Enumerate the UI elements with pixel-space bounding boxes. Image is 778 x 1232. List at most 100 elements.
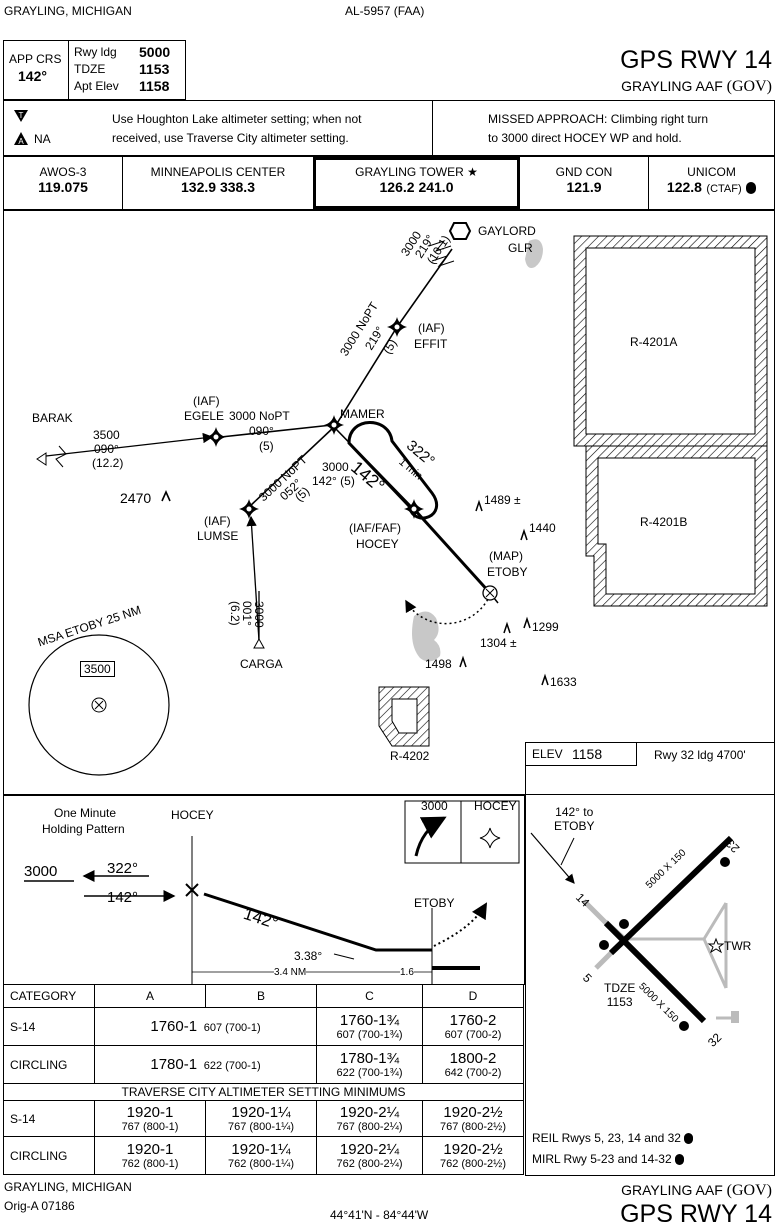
r4202-label: R-4202 xyxy=(390,749,430,763)
obstacle-1304-icon xyxy=(503,621,511,634)
crs-note-line1: 142° to xyxy=(555,805,594,819)
traverse-title-row: TRAVERSE CITY ALTIMETER SETTING MINIMUMS xyxy=(3,1083,524,1101)
min-main: 1920-1 xyxy=(126,1104,174,1121)
min-sub: 622 (700-1) xyxy=(203,1060,261,1072)
runway-14-32 xyxy=(603,920,707,1024)
alternate-na-icon: A xyxy=(14,132,28,146)
climb-icon xyxy=(414,816,447,857)
airport-name: GRAYLING AAF xyxy=(621,78,723,94)
min-main: 1920-1¼ xyxy=(231,1104,291,1121)
profile-etoby: ETOBY xyxy=(414,896,455,910)
min-sub: 762 (800-1) xyxy=(121,1158,179,1170)
header-d: D xyxy=(422,984,524,1008)
rwy-ldg-value: 5000 xyxy=(139,44,171,60)
profile-alt: 3000 xyxy=(24,863,58,880)
route-lumse-mamer xyxy=(248,426,335,508)
obstacle-1489-icon xyxy=(475,499,483,512)
min-main: 1920-2¼ xyxy=(339,1141,400,1158)
reil-23-icon xyxy=(720,857,730,867)
barak-waypoint-icon xyxy=(36,452,47,466)
minimums-table: CATEGORY A B C D S-14 1760-1 607 (700-1)… xyxy=(3,984,524,1175)
route-effit-mamer xyxy=(335,326,398,426)
lake-south xyxy=(412,611,441,662)
min-sub: 607 (700-1) xyxy=(203,1022,261,1034)
rwy-ldg: Rwy 32 ldg 4700' xyxy=(654,748,746,762)
msa-center-icon xyxy=(91,697,107,713)
divider xyxy=(68,41,69,99)
profile-dist-1: 3.4 NM xyxy=(274,967,307,978)
elev-1440: 1440 xyxy=(529,521,556,535)
fix-etoby xyxy=(482,585,498,601)
row-ab: 1780-1 622 (700-1) xyxy=(94,1045,317,1084)
elev-box xyxy=(526,743,637,766)
profile-hocey: HOCEY xyxy=(171,808,214,822)
seg-egele-crs: 090° xyxy=(249,424,274,438)
comm-tower-name: GRAYLING TOWER ★ xyxy=(355,165,478,179)
r4201b-label: R-4201B xyxy=(640,515,688,529)
effit-iaf-label: (IAF) xyxy=(418,321,445,335)
comm-tower-freq: 126.2 241.0 xyxy=(379,179,454,195)
profile-dist-2: 1.6 xyxy=(400,967,414,978)
taxiways xyxy=(604,902,731,1020)
diagram-tdze: TDZE 1153 xyxy=(604,981,635,1009)
altimeter-note-line1: Use Houghton Lake altimeter setting; whe… xyxy=(112,112,362,126)
reil-5-icon xyxy=(599,940,609,950)
elev-1489: 1489 ± xyxy=(484,493,521,507)
row-ab: 1760-1 607 (700-1) xyxy=(94,1007,317,1046)
missed-approach-line2: to 3000 direct HOCEY WP and hold. xyxy=(488,131,682,145)
apt-elev-label: Apt Elev xyxy=(74,79,119,93)
crs-note-leader xyxy=(560,837,575,866)
comm-tower-box xyxy=(313,157,520,209)
etoby-map-label: (MAP) xyxy=(489,549,523,563)
fix-mamer xyxy=(324,415,344,435)
descent-path xyxy=(203,892,432,952)
parking-ramp xyxy=(731,1011,739,1023)
row-label: CIRCLING xyxy=(3,1136,95,1175)
runway-5-23 xyxy=(608,835,734,956)
na-label: NA xyxy=(34,132,51,146)
minimums-header-row: CATEGORY A B C D xyxy=(3,984,524,1008)
min-main: 1920-2¼ xyxy=(339,1104,400,1121)
app-crs-value: 142° xyxy=(18,68,47,84)
alternate-minimums-icon: T xyxy=(14,110,28,122)
crs-note: 142° to ETOBY xyxy=(554,805,594,833)
elev-1498: 1498 xyxy=(425,657,452,671)
airport-diagram: ELEV 1158 Rwy 32 ldg 4700' 142° to ETOBY… xyxy=(525,742,775,1176)
header-location: GRAYLING, MICHIGAN xyxy=(4,4,132,18)
min-sub: 642 (700-2) xyxy=(444,1067,502,1079)
footer-procedure: GPS RWY 14 xyxy=(620,1200,772,1228)
min-sub: 607 (700-2) xyxy=(444,1029,502,1041)
seg-carga-alt: 3000 xyxy=(252,601,266,628)
hocey-iaf-label: (IAF/FAF) xyxy=(349,521,401,535)
airport-title: GRAYLING AAF (GOV) xyxy=(621,78,772,96)
seg-egele-dist: (5) xyxy=(259,439,274,453)
footer-airport-name: GRAYLING AAF xyxy=(621,1182,723,1198)
lake-north xyxy=(525,239,543,268)
divider xyxy=(432,101,433,155)
rwy-ldg-label: Rwy ldg xyxy=(74,45,117,59)
seg-mamer-alt: 3000 xyxy=(322,460,349,474)
comms-box: AWOS-3 119.075 MINNEAPOLIS CENTER 132.9 … xyxy=(3,156,775,210)
min-sub: 767 (800-2½) xyxy=(439,1121,507,1133)
route-break-glr xyxy=(428,239,455,268)
hocey-label: HOCEY xyxy=(356,537,399,551)
comm-unicom-freq: 122.8 xyxy=(666,179,702,195)
pilot-controlled-lighting-icon xyxy=(674,1154,684,1166)
gaylord-label: GAYLORD xyxy=(478,224,536,238)
final-course xyxy=(412,507,492,595)
comm-ground-freq: 121.9 xyxy=(566,179,602,195)
min-sub: 767 (800-1) xyxy=(121,1121,179,1133)
route-barak-egele xyxy=(45,432,214,457)
seg-barak-alt: 3500 xyxy=(93,428,120,442)
missed-approach-line1: MISSED APPROACH: Climbing right turn xyxy=(488,112,709,126)
min-main: 1920-2½ xyxy=(443,1104,503,1121)
